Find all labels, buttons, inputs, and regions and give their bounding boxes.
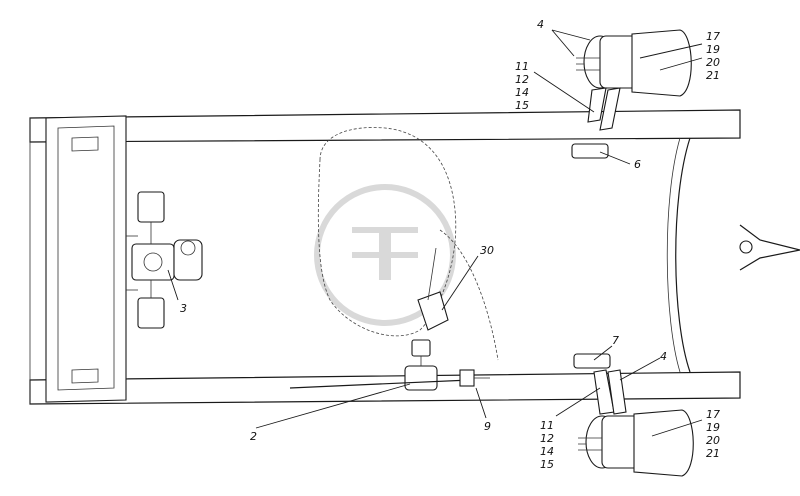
label-17-top: 17 xyxy=(706,30,720,43)
label-14-top: 14 xyxy=(515,86,529,99)
label-12-top: 12 xyxy=(515,73,529,86)
bracket-7 xyxy=(573,353,611,369)
watermark-logo xyxy=(314,184,456,326)
label-9: 9 xyxy=(484,420,491,433)
leader-lines xyxy=(167,29,703,437)
bracket-6 xyxy=(571,143,609,159)
label-6: 6 xyxy=(634,158,641,171)
label-12-bottom: 12 xyxy=(540,432,554,445)
label-30: 30 xyxy=(480,244,494,257)
label-2: 2 xyxy=(250,430,257,443)
label-14-bottom: 14 xyxy=(540,445,554,458)
callout-labels: 4 17 19 20 21 11 12 14 15 6 3 30 7 4 11 … xyxy=(180,18,720,471)
label-15-bottom: 15 xyxy=(540,458,554,471)
bracket-30 xyxy=(417,247,449,331)
rear-crossmember xyxy=(675,137,691,373)
spare-wheel-outline xyxy=(317,127,499,361)
label-20-top: 20 xyxy=(706,56,720,69)
label-17-bottom: 17 xyxy=(706,408,720,421)
label-19-top: 19 xyxy=(706,43,720,56)
frame-rail-top xyxy=(29,109,741,143)
brake-chamber-top xyxy=(571,29,692,159)
label-4-bottom: 4 xyxy=(660,350,667,363)
label-3: 3 xyxy=(180,302,187,315)
brake-valve-assembly-3 xyxy=(126,191,203,329)
brake-chamber-bottom xyxy=(573,353,694,477)
frame-rail-bottom xyxy=(29,371,741,405)
lever-top xyxy=(587,87,607,123)
front-crossmember xyxy=(45,115,127,403)
label-19-bottom: 19 xyxy=(706,421,720,434)
label-15-top: 15 xyxy=(515,99,529,112)
label-21-bottom: 21 xyxy=(706,447,720,460)
label-7: 7 xyxy=(612,334,619,347)
label-20-bottom: 20 xyxy=(706,434,720,447)
rear-hitch xyxy=(739,224,800,271)
label-11-bottom: 11 xyxy=(540,419,554,432)
label-11-top: 11 xyxy=(515,60,529,73)
label-4-top: 4 xyxy=(537,18,544,31)
frame xyxy=(29,109,800,405)
valve-2 xyxy=(289,339,490,391)
label-21-top: 21 xyxy=(706,69,720,82)
